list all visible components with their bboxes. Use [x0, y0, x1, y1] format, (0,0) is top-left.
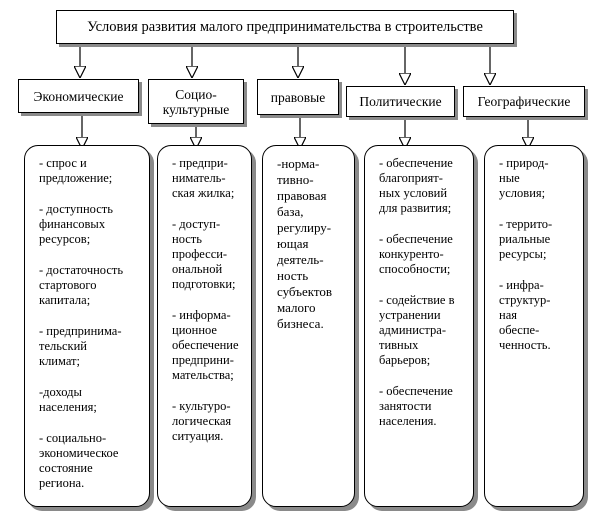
diagram-title-box: Условия развития малого предпринимательс… — [56, 10, 514, 44]
list-item: - содействие в устранении администра- ти… — [379, 293, 455, 367]
category-legal: правовые — [257, 79, 339, 115]
list-item: - предпри- ниматель- ская жилка; — [172, 156, 235, 200]
category-label: Экономические — [33, 88, 124, 104]
list-geographic: - природ- ные условия; - террито- риальн… — [484, 145, 584, 507]
list-item: -норма- тивно- правовая база, регулиру- … — [277, 156, 333, 331]
list-sociocultural: - предпри- ниматель- ская жилка; - досту… — [157, 145, 252, 507]
list-legal: -норма- тивно- правовая база, регулиру- … — [262, 145, 355, 507]
category-label: Социо- культурные — [162, 86, 230, 117]
list-item: - предпринима- тельский климат; — [39, 324, 122, 368]
list-item: - культуро- логическая ситуация. — [172, 399, 232, 443]
category-political: Политические — [346, 86, 455, 117]
category-geographic: Географические — [463, 86, 585, 117]
list-item: - доступ- ность професси- ональной подго… — [172, 217, 236, 291]
list-item: - обеспечение конкуренто- способности; — [379, 232, 453, 276]
category-label: Географические — [477, 94, 571, 109]
diagram-title: Условия развития малого предпринимательс… — [87, 18, 483, 35]
category-economic: Экономические — [18, 79, 139, 113]
list-item: - террито- риальные ресурсы; — [499, 217, 553, 261]
list-item: - достаточность стартового капитала; — [39, 263, 124, 307]
category-sociocultural: Социо- культурные — [148, 79, 244, 124]
list-item: -доходы населения; — [39, 385, 97, 414]
list-item: - информа- ционное обеспечение предприни… — [172, 308, 239, 382]
category-label: правовые — [270, 89, 326, 105]
category-label: Политические — [359, 94, 442, 109]
list-item: - обеспечение занятости населения. — [379, 384, 453, 428]
list-economic: - спрос и предложение; - доступность фин… — [24, 145, 150, 507]
list-item: - обеспечение благоприят- ных условий дл… — [379, 156, 453, 215]
list-item: - социально- экономическое состояние рег… — [39, 431, 119, 490]
list-item: - спрос и предложение; — [39, 156, 113, 185]
list-political: - обеспечение благоприят- ных условий дл… — [364, 145, 474, 507]
list-item: - природ- ные условия; — [499, 156, 549, 200]
list-item: - инфра- структур- ная обеспе- ченность. — [499, 278, 551, 352]
list-item: - доступность финансовых ресурсов; — [39, 202, 113, 246]
